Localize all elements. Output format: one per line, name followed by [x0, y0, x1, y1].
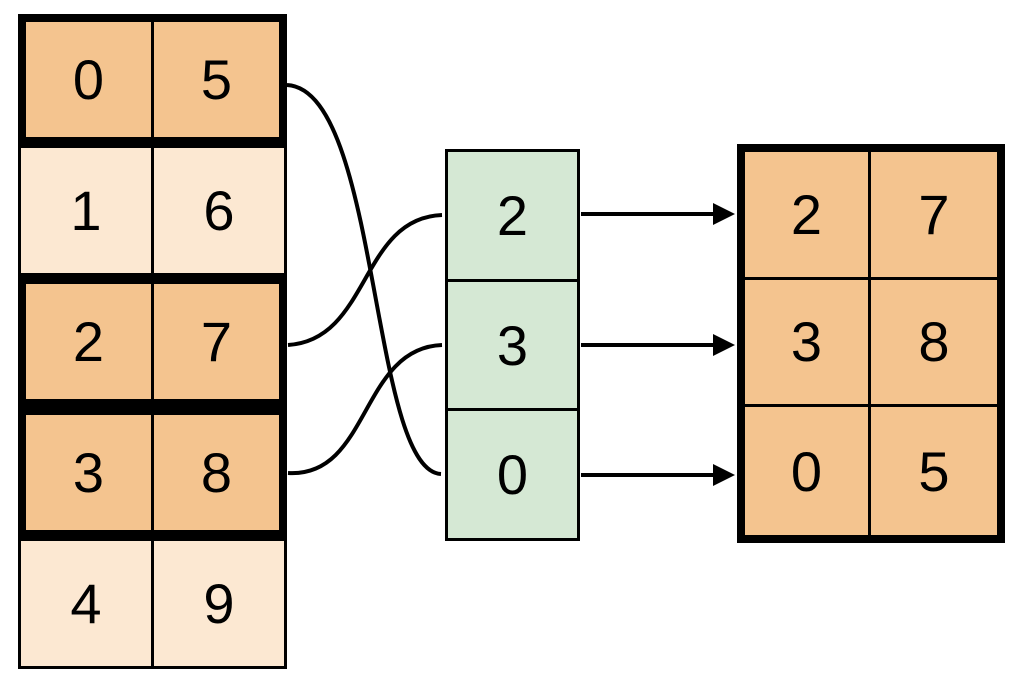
source-cell-r0c0: 0: [26, 22, 154, 137]
source-cell-r3c1: 8: [200, 441, 233, 504]
mapping-curve-row0-to-index0: [286, 83, 442, 476]
arrow-head-index1-to-result1: [713, 334, 735, 356]
source-table-row-1: 1 6: [18, 145, 287, 276]
result-cell-r2c1: 5: [918, 439, 950, 503]
arrow-head-index0-to-result0: [713, 203, 735, 225]
index-cell-0: 2: [448, 152, 577, 282]
source-cell-r2c1: 7: [200, 310, 233, 373]
source-cell-r1c1: 6: [203, 179, 235, 242]
index-cell-1: 3: [448, 282, 577, 412]
source-table-row-4: 4 9: [18, 538, 287, 669]
source-cell-r1c0: 1: [21, 148, 154, 273]
result-cell-r1c1: 8: [871, 280, 997, 408]
result-cell-r1c0: 3: [745, 279, 871, 408]
result-cell-r2c0: 0: [745, 407, 871, 535]
mapping-curve-row3-to-index3: [287, 343, 443, 476]
source-cell-r4c1: 9: [203, 572, 235, 635]
result-cell-r0c1: 7: [871, 152, 997, 280]
source-cell-r0c1: 5: [200, 48, 233, 111]
index-cell-2: 0: [496, 443, 529, 507]
source-table-row-3: 3 8: [18, 407, 287, 538]
arrow-head-index2-to-result2: [713, 464, 735, 486]
index-column: 2 3 0: [445, 149, 580, 541]
source-table-row-0: 0 5: [18, 14, 287, 145]
result-table: 2 7 3 8 0 5: [737, 144, 1005, 543]
source-table-row-2: 2 7: [18, 276, 287, 407]
result-cell-r0c0: 2: [745, 152, 871, 280]
source-cell-r4c0: 4: [21, 541, 154, 666]
source-cell-r3c0: 3: [26, 415, 154, 530]
mapping-curve-row2-to-index2: [287, 213, 443, 347]
source-cell-r2c0: 2: [26, 284, 154, 399]
